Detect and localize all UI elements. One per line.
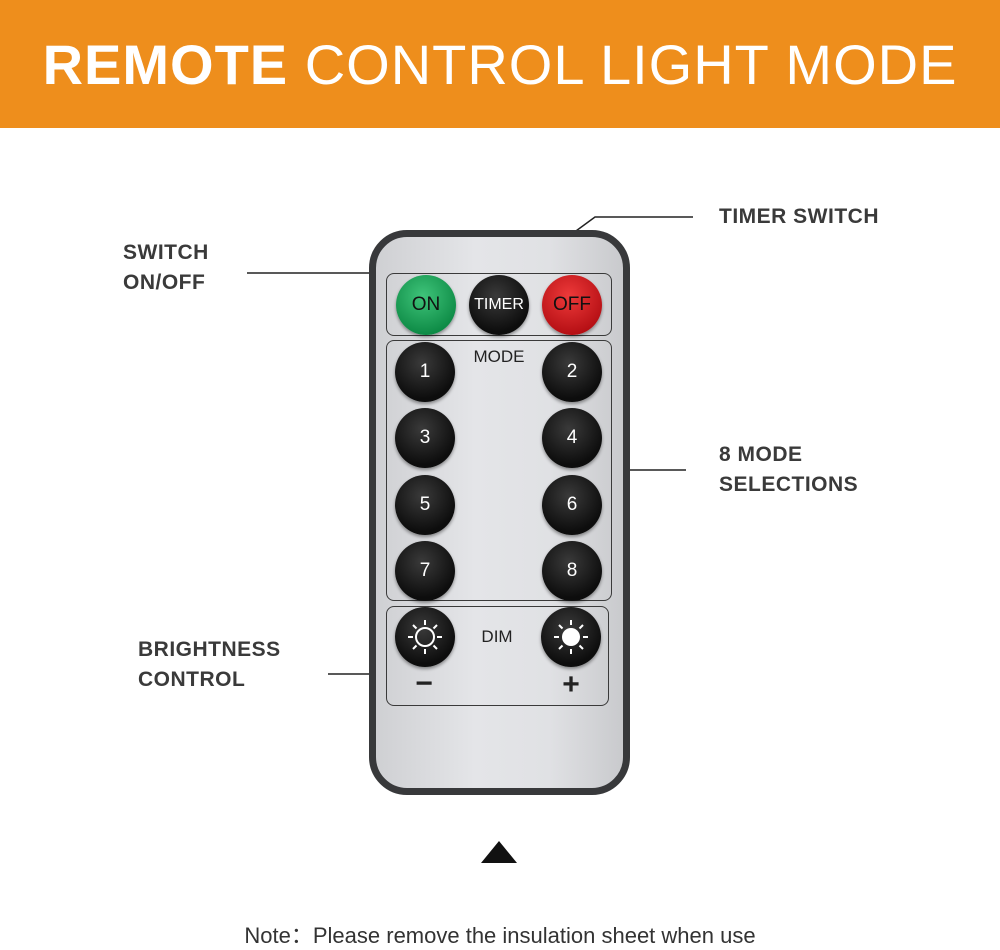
arrow-up-icon xyxy=(481,841,517,863)
insulation-note: Note：Please remove the insulation sheet … xyxy=(244,923,756,948)
mode-button-2[interactable]: 2 xyxy=(542,342,602,402)
title-bold: REMOTE xyxy=(42,32,289,96)
mode-button-6[interactable]: 6 xyxy=(542,475,602,535)
mode-section xyxy=(386,340,612,601)
dim-down-button[interactable] xyxy=(395,607,455,667)
dim-minus-label: − xyxy=(415,667,433,700)
mode-button-8[interactable]: 8 xyxy=(542,541,602,601)
mode-label: MODE xyxy=(473,347,525,366)
mode-button-4[interactable]: 4 xyxy=(542,408,602,468)
dim-up-button[interactable] xyxy=(541,607,601,667)
page-title: REMOTE CONTROL LIGHT MODE xyxy=(43,32,958,97)
sun-dim-icon xyxy=(408,620,442,654)
mode-button-1[interactable]: 1 xyxy=(395,342,455,402)
timer-button[interactable]: TIMER xyxy=(469,275,529,335)
mode-button-3[interactable]: 3 xyxy=(395,408,455,468)
power-section xyxy=(386,273,612,336)
title-rest: CONTROL LIGHT MODE xyxy=(304,32,958,96)
mode-button-7[interactable]: 7 xyxy=(395,541,455,601)
timer-callout: TIMER SWITCH xyxy=(719,205,879,228)
header-banner: REMOTE CONTROL LIGHT MODE xyxy=(0,0,1000,128)
dim-label: DIM xyxy=(481,627,513,646)
sun-bright-icon xyxy=(554,620,588,654)
dim-section xyxy=(386,606,609,706)
dim-plus-label: + xyxy=(562,668,580,701)
off-button[interactable]: OFF xyxy=(542,275,602,335)
mode-button-5[interactable]: 5 xyxy=(395,475,455,535)
on-button[interactable]: ON xyxy=(396,275,456,335)
